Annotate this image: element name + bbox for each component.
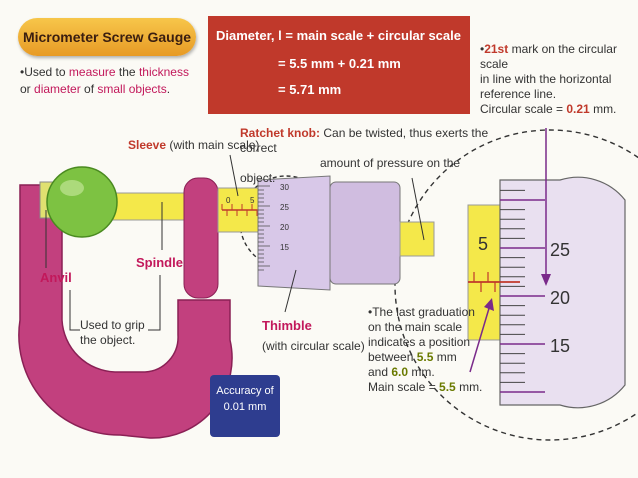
bullet: •: [368, 305, 373, 319]
thimble-label: Thimble (with circular scale): [262, 318, 365, 358]
mark-note-text: mark on the circular scale: [480, 42, 617, 71]
ratchet-label-line: amount of pressure on the object.: [240, 156, 461, 185]
ball-object: [46, 166, 118, 238]
sleeve-label-bold: Sleeve: [128, 138, 167, 152]
thimble-tick-label: 15: [280, 243, 289, 252]
ratchet-label-line: Can be twisted, thus exerts the correct: [240, 126, 489, 155]
formula-line-3: = 5.71 mm: [278, 82, 342, 97]
mark-note-text: mm.: [589, 102, 617, 116]
grip-line: Used to grip: [80, 318, 145, 332]
formula-line-1: Diameter, l = main scale + circular scal…: [216, 28, 461, 43]
usage-diameter: diameter: [34, 82, 81, 96]
usage-part: Used to: [24, 65, 69, 79]
large-zoom-circle: [394, 129, 638, 441]
ratchet-knob: [329, 181, 401, 285]
page-title: Micrometer Screw Gauge: [22, 29, 192, 45]
accuracy-line: Accuracy of: [216, 385, 274, 397]
thimble-tick-label: 30: [280, 183, 289, 192]
anvil-label: Anvil: [40, 270, 72, 285]
zoom-thimble: [499, 176, 626, 409]
usage-small-objects: small objects: [97, 82, 167, 96]
accuracy-badge: Accuracy of 0.01 mm: [210, 375, 280, 437]
grad-note-text: and: [368, 365, 392, 379]
ratchet-label-bold: Ratchet knob:: [240, 126, 321, 140]
grad-note-text: on the main scale: [368, 320, 463, 334]
usage-part: the: [115, 65, 139, 79]
sleeve-label: Sleeve (with main scale): [128, 138, 259, 153]
usage-measure: measure: [68, 65, 116, 79]
sleeve-label-rest: (with main scale): [169, 138, 260, 152]
bullet: •: [20, 65, 25, 79]
grad-note-text: mm: [433, 350, 457, 364]
spindle-label: Spindle: [136, 255, 183, 270]
graduation-note: •The last graduation on the main scale i…: [368, 305, 488, 395]
grad-note-text: Main scale =: [368, 380, 440, 394]
thimble-label-bold: Thimble: [262, 318, 312, 333]
thimble-tick-label: 20: [280, 223, 289, 232]
grad-note-text: The last graduation: [372, 305, 475, 319]
thimble-tick-label: 25: [280, 203, 289, 212]
zoom-thimble-tick-label: 20: [550, 288, 570, 308]
main-scale-value: 5.5: [439, 380, 456, 394]
usage-part: or: [20, 82, 35, 96]
usage-text: •Used to measure the thickness or diamet…: [20, 64, 210, 98]
thimble-label-sub: (with circular scale): [262, 339, 365, 353]
grip-line: the object.: [80, 333, 136, 347]
grip-label: Used to grip the object.: [80, 318, 145, 348]
mark-note-text: in line with the horizontal: [480, 72, 612, 86]
frame-holder: [183, 177, 219, 299]
mark-note: •21st mark on the circular scale in line…: [480, 42, 630, 117]
grad-note-text: between: [368, 350, 417, 364]
spindle-end: [399, 221, 435, 257]
title-badge: Micrometer Screw Gauge: [18, 18, 196, 56]
accuracy-line: 0.01 mm: [223, 401, 267, 413]
sleeve-tick-label: 5: [250, 196, 255, 205]
grad-value-low: 5.5: [416, 350, 434, 364]
grad-value-high: 6.0: [391, 365, 409, 379]
grad-note-text: mm.: [408, 365, 435, 379]
frame: [18, 184, 233, 439]
grad-note-text: mm.: [455, 380, 483, 394]
bullet: •: [480, 42, 485, 56]
usage-part: of: [80, 82, 98, 96]
formula-line-2: = 5.5 mm + 0.21 mm: [278, 56, 401, 71]
formula-box: Diameter, l = main scale + circular scal…: [208, 16, 470, 114]
usage-thickness: thickness: [138, 65, 189, 79]
mark-note-text: Circular scale =: [480, 102, 567, 116]
ratchet-label: Ratchet knob: Can be twisted, thus exert…: [240, 126, 490, 186]
thimble: [257, 175, 331, 291]
small-thimble-scale: 30 25 20 15: [258, 183, 289, 271]
usage-part: .: [166, 82, 171, 96]
zoom-thimble-tick-label: 15: [550, 336, 570, 356]
zoom-thimble-scale: 5 25 20 15: [473, 189, 570, 393]
grad-note-text: indicates a position: [368, 335, 471, 349]
circular-scale-value: 0.21: [566, 102, 590, 116]
mark-number: 21st: [484, 42, 509, 56]
zoom-thimble-tick-label: 25: [550, 240, 570, 260]
zoom-sleeve-tick-label: 5: [478, 234, 488, 254]
mark-note-text: reference line.: [480, 87, 557, 101]
sleeve-tick-label: 0: [226, 196, 231, 205]
